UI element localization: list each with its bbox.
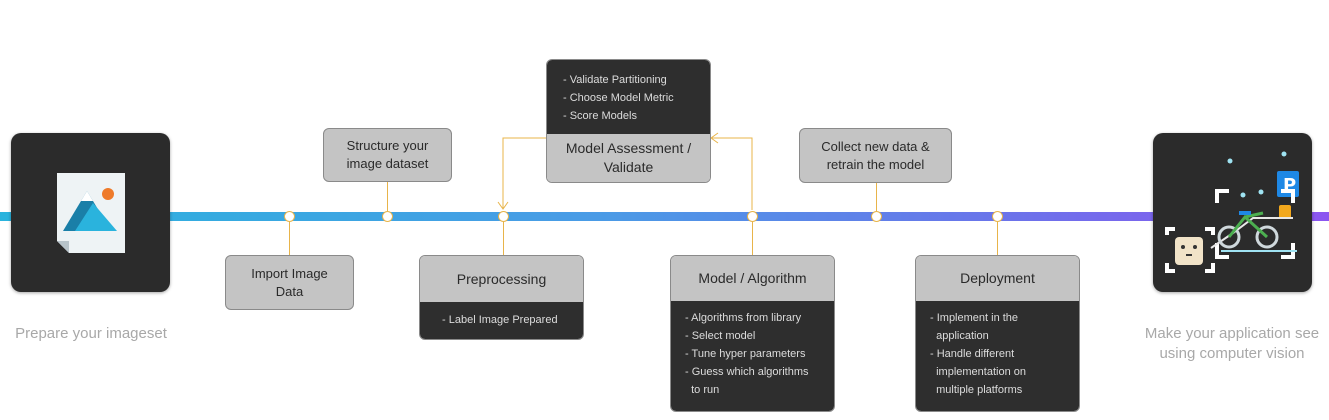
algorithm-item: - Guess which algorithms <box>685 366 809 378</box>
connector-collect <box>876 182 877 213</box>
deployment-item: multiple platforms <box>930 384 1023 396</box>
connector-deployment <box>997 221 998 255</box>
prepare-imageset-tile <box>11 133 170 292</box>
image-file-icon <box>57 173 125 253</box>
connector-structure <box>387 182 388 213</box>
computer-vision-icon: P <box>1165 151 1299 273</box>
preprocessing-item: - Label Image Prepared <box>442 314 558 326</box>
step-collect-retrain: Collect new data & retrain the model <box>799 128 952 183</box>
step-deployment: Deployment - Implement in the applicatio… <box>915 255 1080 412</box>
deployment-item: - Handle different <box>930 348 1015 360</box>
node-structure <box>382 211 393 222</box>
connector-preprocessing <box>503 221 504 255</box>
timeline-bar <box>0 212 1329 221</box>
right-caption: Make your application see using computer… <box>1135 324 1329 364</box>
algorithm-items: - Algorithms from library - Select model… <box>671 301 834 411</box>
connector-import <box>289 221 290 255</box>
step-model-algorithm: Model / Algorithm - Algorithms from libr… <box>670 255 835 412</box>
assessment-item: - Score Models <box>563 110 637 122</box>
deployment-item: application <box>930 330 989 342</box>
right-caption-line-2: using computer vision <box>1159 345 1305 362</box>
deployment-items: - Implement in the application - Handle … <box>916 301 1079 411</box>
step-model-assessment: - Validate Partitioning - Choose Model M… <box>546 59 711 183</box>
algorithm-item: - Algorithms from library <box>685 312 802 324</box>
step-import-image-data: Import Image Data <box>225 255 354 310</box>
node-collect <box>871 211 882 222</box>
assessment-title: Model Assessment / Validate <box>547 134 710 182</box>
algorithm-item: to run <box>685 384 720 396</box>
algorithm-item: - Tune hyper parameters <box>685 348 806 360</box>
connector-algorithm <box>752 221 753 255</box>
algorithm-title: Model / Algorithm <box>671 256 834 301</box>
left-caption: Prepare your imageset <box>15 325 167 342</box>
node-import <box>284 211 295 222</box>
right-caption-line-1: Make your application see <box>1144 325 1320 342</box>
node-preprocessing <box>498 211 509 222</box>
step-import-label: Import Image Data <box>251 265 328 299</box>
assessment-item: - Validate Partitioning <box>563 74 667 86</box>
step-structure-label: Structure your image dataset <box>346 138 429 171</box>
assessment-item: - Choose Model Metric <box>563 92 674 104</box>
deployment-item: implementation on <box>930 366 1026 378</box>
step-structure-dataset: Structure your image dataset <box>323 128 452 182</box>
algorithm-item: - Select model <box>685 330 756 342</box>
assessment-items: - Validate Partitioning - Choose Model M… <box>547 60 710 134</box>
deployment-title: Deployment <box>916 256 1079 301</box>
deployment-item: - Implement in the <box>930 312 1019 324</box>
node-deployment <box>992 211 1003 222</box>
preprocessing-title: Preprocessing <box>420 256 583 302</box>
feedback-loop-arrows <box>497 132 753 210</box>
step-preprocessing: Preprocessing - Label Image Prepared <box>419 255 584 340</box>
computer-vision-tile: P <box>1153 133 1312 292</box>
node-algorithm <box>747 211 758 222</box>
step-collect-label: Collect new data & retrain the model <box>821 138 930 172</box>
preprocessing-items: - Label Image Prepared <box>420 302 583 339</box>
